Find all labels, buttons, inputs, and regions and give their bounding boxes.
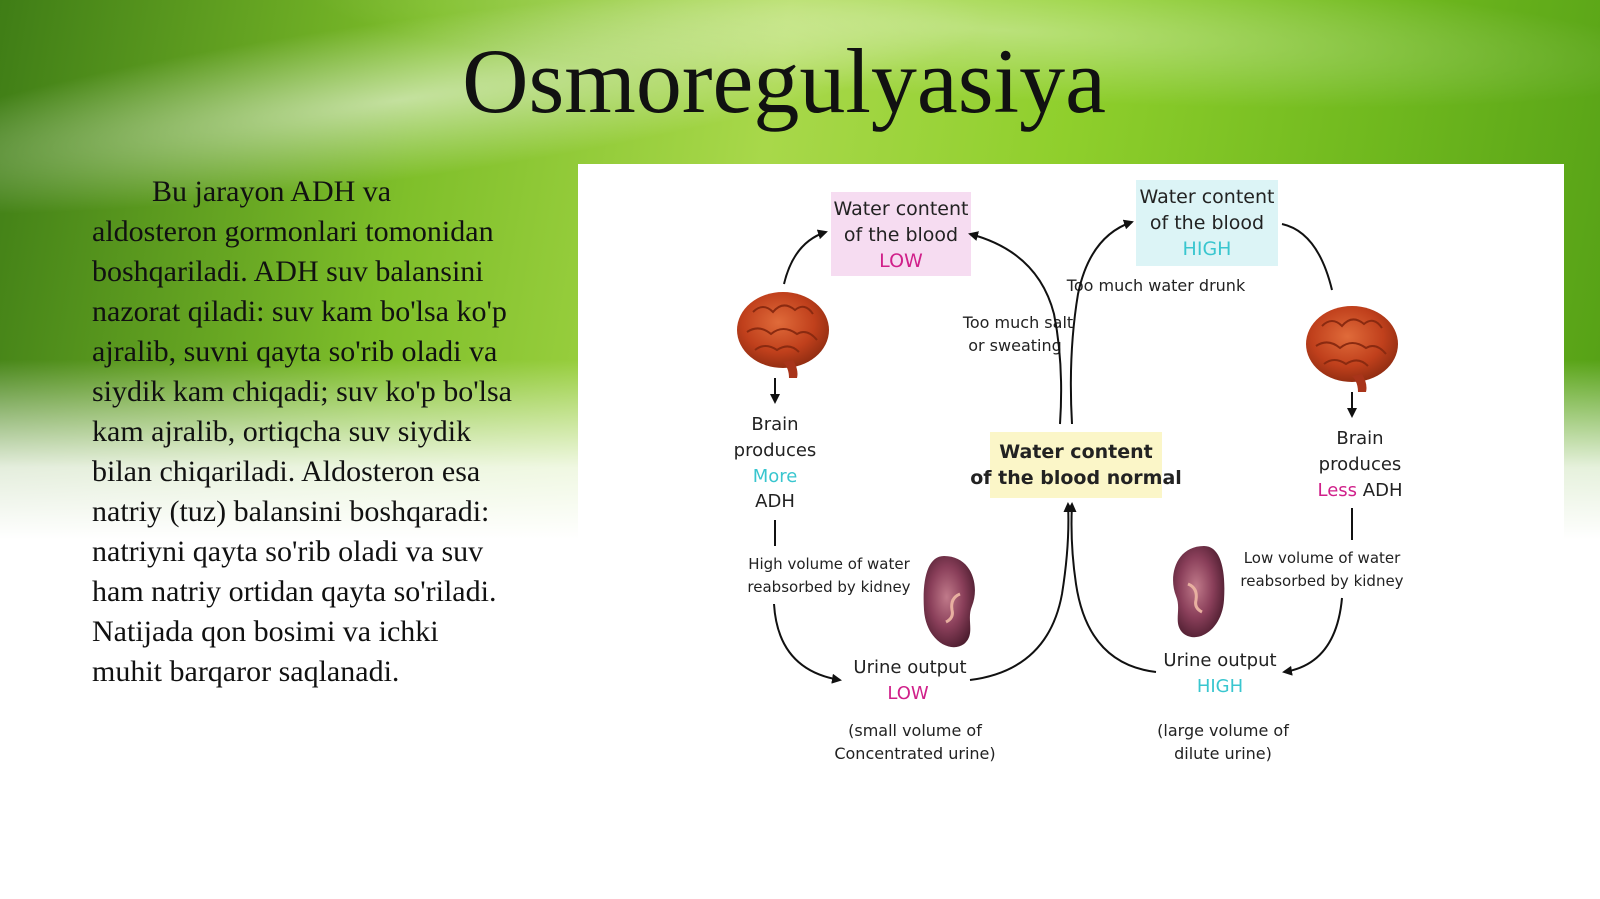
brain-less-line1: Brain xyxy=(1336,428,1383,449)
kidney-icon xyxy=(923,556,975,648)
kidney-high-line1: High volume of water xyxy=(748,555,910,573)
urine-low-status: LOW xyxy=(887,683,929,704)
osmoregulation-diagram: Water content of the blood LOW Water con… xyxy=(734,180,1404,763)
kidney-high-line2: reabsorbed by kidney xyxy=(747,578,910,596)
arrow-normal-to-high xyxy=(1069,219,1134,425)
kidney-icon xyxy=(1173,546,1225,638)
brain-more-amount: More xyxy=(753,466,798,487)
arrow-high-to-brain xyxy=(1281,223,1333,291)
arrow-kidney-to-urine-high xyxy=(1282,597,1343,676)
brain-more-line1: Brain xyxy=(751,414,798,435)
urine-high-note2: dilute urine) xyxy=(1174,744,1272,763)
kidney-low-line1: Low volume of water xyxy=(1244,549,1401,567)
diagram-panel: Water content of the blood LOW Water con… xyxy=(578,164,1564,809)
kidney-low-line2: reabsorbed by kidney xyxy=(1240,572,1403,590)
arrow-urine-low-to-normal xyxy=(969,502,1074,681)
high-box xyxy=(1136,180,1278,266)
high-box-line1: Water content xyxy=(1140,186,1275,208)
brain-icon xyxy=(1306,306,1398,392)
brain-more-line2: produces xyxy=(734,440,817,461)
arrow-urine-high-to-normal xyxy=(1066,502,1157,673)
slide-title: Osmoregulyasiya xyxy=(462,30,1106,132)
low-box-status: LOW xyxy=(879,250,923,272)
urine-low-note1: (small volume of xyxy=(848,721,982,740)
brain-icon xyxy=(737,292,829,378)
normal-box xyxy=(990,432,1162,498)
low-box xyxy=(831,192,971,276)
arrow-kidney-to-urine-low xyxy=(773,603,842,684)
high-box-line2: of the blood xyxy=(1150,212,1264,234)
brain-less-amount: Less xyxy=(1318,480,1358,501)
brain-more-hormone: ADH xyxy=(755,491,795,512)
slide-paragraph: Bu jarayon ADH va aldosteron gormonlari … xyxy=(92,175,512,688)
water-drunk-label: Too much water drunk xyxy=(1066,276,1246,295)
high-box-status: HIGH xyxy=(1183,238,1232,260)
salt-label-line2: or sweating xyxy=(968,336,1062,355)
normal-box-line2: of the blood normal xyxy=(970,467,1182,489)
normal-box-line1: Water content xyxy=(999,441,1152,463)
arrow-normal-to-low xyxy=(968,231,1063,425)
urine-high-status: HIGH xyxy=(1197,676,1243,697)
brain-less-amount-hormone: Less ADH xyxy=(1318,480,1403,501)
urine-high-note1: (large volume of xyxy=(1157,721,1289,740)
urine-high-line1: Urine output xyxy=(1163,650,1276,671)
brain-less-hormone: ADH xyxy=(1363,480,1403,501)
salt-label-line1: Too much salt xyxy=(962,313,1073,332)
low-box-line2: of the blood xyxy=(844,224,958,246)
low-box-line1: Water content xyxy=(834,198,969,220)
brain-less-line2: produces xyxy=(1319,454,1402,475)
urine-low-note2: Concentrated urine) xyxy=(834,744,995,763)
arrow-brain-to-low xyxy=(783,229,828,285)
urine-low-line1: Urine output xyxy=(853,657,966,678)
